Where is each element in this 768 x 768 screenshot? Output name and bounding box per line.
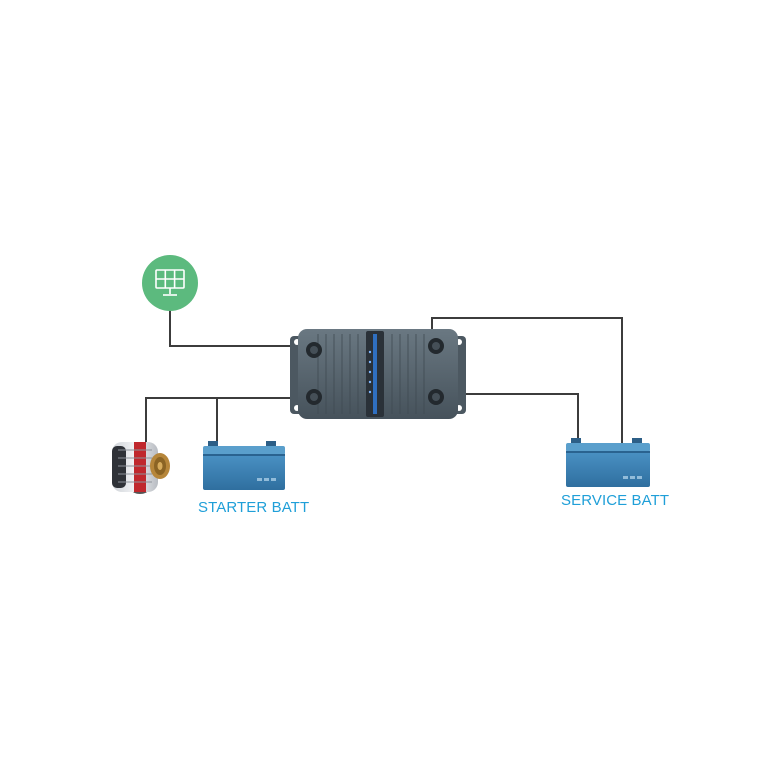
solar-panel-icon: [142, 255, 198, 311]
starter-battery-icon: [203, 441, 285, 490]
charger-terminals: [306, 338, 444, 405]
wires: [145, 310, 623, 444]
starter-battery-label: STARTER BATT: [198, 499, 310, 516]
charger-unit: [290, 329, 466, 419]
service-battery-icon: [566, 438, 650, 487]
alternator-icon: [112, 442, 170, 494]
wire-solar-to-charger: [169, 310, 302, 347]
wire-service-inner: [452, 393, 579, 444]
wire-service-outer: [431, 317, 623, 444]
service-battery-label: SERVICE BATT: [561, 492, 670, 509]
wire-alternator: [145, 397, 302, 442]
